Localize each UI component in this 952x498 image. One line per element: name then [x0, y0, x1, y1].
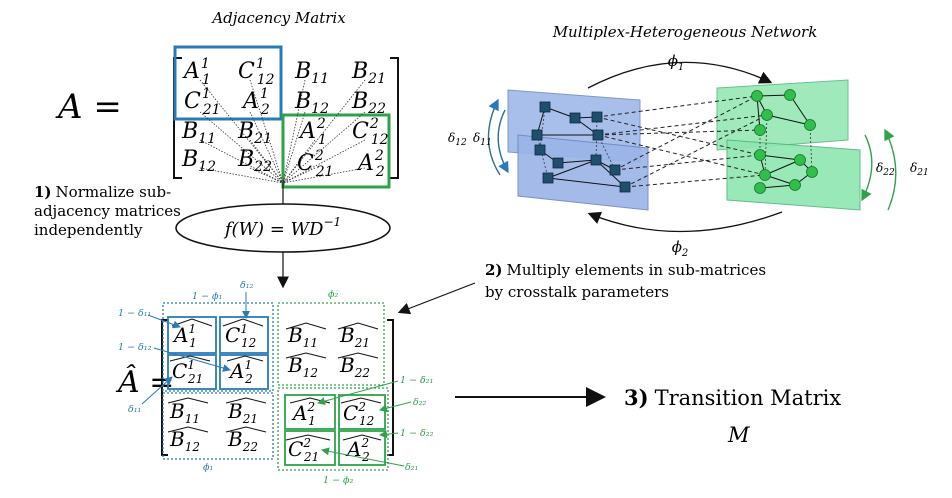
- delta22-label: δ22: [876, 161, 895, 178]
- blue-plane-front: [517, 134, 649, 211]
- hat-quadrant-a1: [162, 302, 274, 392]
- matrix-a-block-2: [281, 113, 391, 189]
- network-title: Multiplex-Heterogeneous Network: [552, 23, 818, 41]
- green-cell-boxes: [284, 394, 386, 466]
- matrix-a-right-bracket: [390, 57, 399, 179]
- green-crosstalk-arrows: [317, 380, 412, 467]
- label-1-minus-d22: 1 − δ₂₂: [400, 428, 434, 439]
- phi2-label: ϕ2: [672, 238, 689, 259]
- step3-text: 3)Transition Matrix: [624, 385, 841, 410]
- hat-b22-bottom: B22: [227, 427, 258, 454]
- blue-nodes: [531, 101, 631, 193]
- cell-b21-bottom-left: B21: [237, 119, 272, 147]
- label-d22: δ₂₂: [413, 397, 427, 408]
- svg-text:1)Normalize sub-: 1)Normalize sub-: [34, 183, 171, 201]
- svg-text:adjacency matrices: adjacency matrices: [34, 202, 181, 220]
- blue-crosstalk-labels: 1 − δ₁₁ 1 − ϕ₁ δ₁₂ 1 − δ₁₂ δ₁₁ ϕ₁: [118, 280, 254, 473]
- delta11-label: δ11: [473, 131, 492, 148]
- label-1-minus-d11: 1 − δ₁₁: [118, 308, 151, 319]
- bipartite-edges: [596, 95, 768, 188]
- label-d21: δ₂₁: [405, 462, 418, 473]
- delta12-arrow: [487, 98, 501, 176]
- cell-b12-bottom-left: B12: [181, 147, 216, 175]
- cell-b12-top-right: B12: [294, 89, 329, 117]
- delta21-label: δ21: [910, 161, 929, 178]
- cell-b22-top-right: B22: [351, 89, 386, 117]
- cell-b11-bottom-left: B11: [181, 119, 216, 147]
- cell-b21-top-right: B21: [351, 59, 386, 87]
- ahat-left-bracket: [161, 319, 168, 456]
- green-plane-back: [716, 79, 849, 151]
- hat-b11-top: B11: [287, 323, 318, 350]
- svg-text:independently: independently: [34, 221, 143, 239]
- green-crosstalk-labels: ϕ₂ 1 − δ₂₁ δ₂₂ 1 − δ₂₂ δ₂₁ 1 − ϕ₂: [323, 289, 434, 486]
- label-phi1-bottom: ϕ₁: [203, 462, 213, 473]
- arrow-step2: [397, 282, 476, 315]
- ahat-right-bracket: [387, 319, 394, 456]
- svg-text:by crosstalk parameters: by crosstalk parameters: [485, 283, 669, 301]
- label-1-minus-d12: 1 − δ₁₂: [118, 342, 152, 353]
- label-1-minus-phi1: 1 − ϕ₁: [192, 291, 222, 302]
- svg-text:2)Multiply elements in sub-mat: 2)Multiply elements in sub-matrices: [485, 261, 766, 279]
- cell-b11-top-right: B11: [294, 59, 329, 87]
- matrix-a-symbol: A =: [55, 87, 122, 127]
- green-plane-front: [726, 139, 861, 211]
- ahat-symbol: Â =: [115, 364, 174, 400]
- formula-text: f(W) = WD−1: [223, 215, 341, 240]
- label-1-minus-d21: 1 − δ₂₁: [400, 375, 433, 386]
- hat-b12-top: B12: [287, 353, 318, 380]
- green-nodes: [751, 89, 818, 194]
- delta22-arrow: [861, 134, 873, 202]
- delta12-label: δ12: [448, 131, 467, 148]
- matrix-a-block-1: [173, 45, 283, 121]
- hat-b12-bottom: B12: [169, 427, 200, 454]
- step1-text: 1)Normalize sub- adjacency matrices inde…: [34, 183, 181, 239]
- hat-b22-top: B22: [339, 353, 370, 380]
- hat-b21-top: B21: [339, 323, 370, 350]
- convergence-lines: [199, 79, 366, 184]
- phi2-arrow: [587, 211, 783, 233]
- phi1-arrow: [587, 61, 773, 89]
- adjacency-title: Adjacency Matrix: [210, 9, 346, 27]
- label-phi2-top: ϕ₂: [328, 289, 338, 300]
- label-d11-left: δ₁₁: [128, 404, 141, 415]
- delta21-arrow: [884, 128, 897, 211]
- phi1-label: ϕ1: [668, 52, 685, 73]
- delta11-arrow: [497, 109, 509, 174]
- hat-b21-bottom: B21: [227, 399, 258, 426]
- label-d12-top: δ₁₂: [240, 280, 254, 291]
- step3-symbol: M: [727, 423, 750, 447]
- cell-b22-bottom-left: B22: [237, 147, 272, 175]
- step2-text: 2)Multiply elements in sub-matrices by c…: [485, 261, 766, 301]
- blue-cell-boxes: [167, 316, 269, 390]
- hat-quadrant-b-top: [277, 302, 385, 386]
- hat-b11-bottom: B11: [169, 399, 200, 426]
- blue-crosstalk-arrows: [141, 292, 250, 405]
- label-1-minus-phi2: 1 − ϕ₂: [323, 475, 354, 486]
